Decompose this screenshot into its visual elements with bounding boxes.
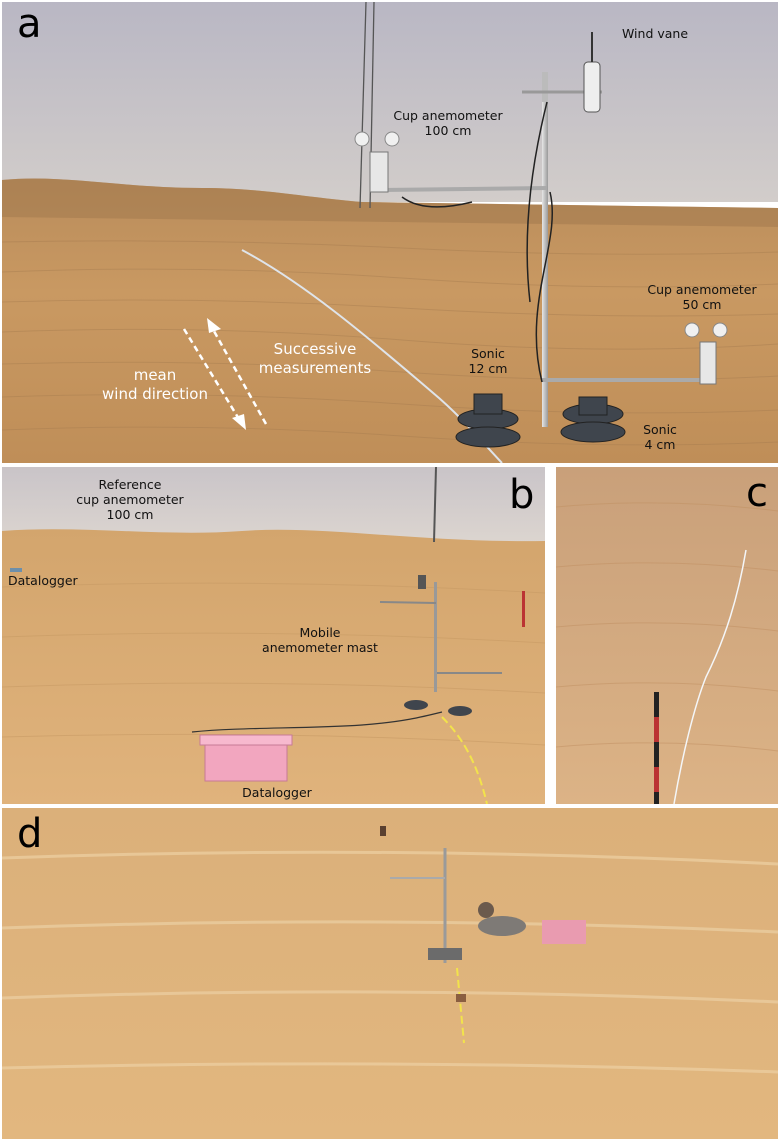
annotation-mobile-anemometer-mast: Mobile anemometer mast (262, 625, 378, 655)
panel-d: d (2, 808, 778, 1139)
annotation-reference-cup-anemometer: Reference cup anemometer 100 cm (76, 477, 184, 522)
annotation-datalogger-left: Datalogger (8, 573, 78, 588)
annotation-sonic-12cm: Sonic 12 cm (468, 346, 508, 376)
panel-d-photo (2, 808, 778, 1139)
annotation-datalogger-bottom: Datalogger (242, 785, 312, 800)
annotation-sonic-4cm: Sonic 4 cm (643, 422, 677, 452)
annotation-cup-anemometer-50cm: Cup anemometer 50 cm (647, 282, 757, 312)
annotation-wind-vane: Wind vane (621, 26, 689, 41)
panel-label-d: d (17, 811, 43, 857)
panel-label-b: b (509, 472, 535, 518)
panel-a-photo (2, 2, 778, 463)
annotation-mean-wind-direction: mean wind direction (102, 366, 208, 403)
annotation-cup-anemometer-100cm: Cup anemometer 100 cm (393, 108, 503, 138)
panel-b: b Reference cup anemometer 100 cm Datalo… (2, 467, 545, 804)
panel-b-photo (2, 467, 545, 804)
annotation-successive-measurements: Successive measurements (258, 340, 372, 377)
panel-label-a: a (17, 2, 42, 47)
panel-c-photo (556, 467, 778, 804)
panel-c: c (556, 467, 778, 804)
panel-label-c: c (746, 470, 768, 516)
panel-a: a Wind vane Cup anemometer 100 cm Cup an… (2, 2, 778, 463)
